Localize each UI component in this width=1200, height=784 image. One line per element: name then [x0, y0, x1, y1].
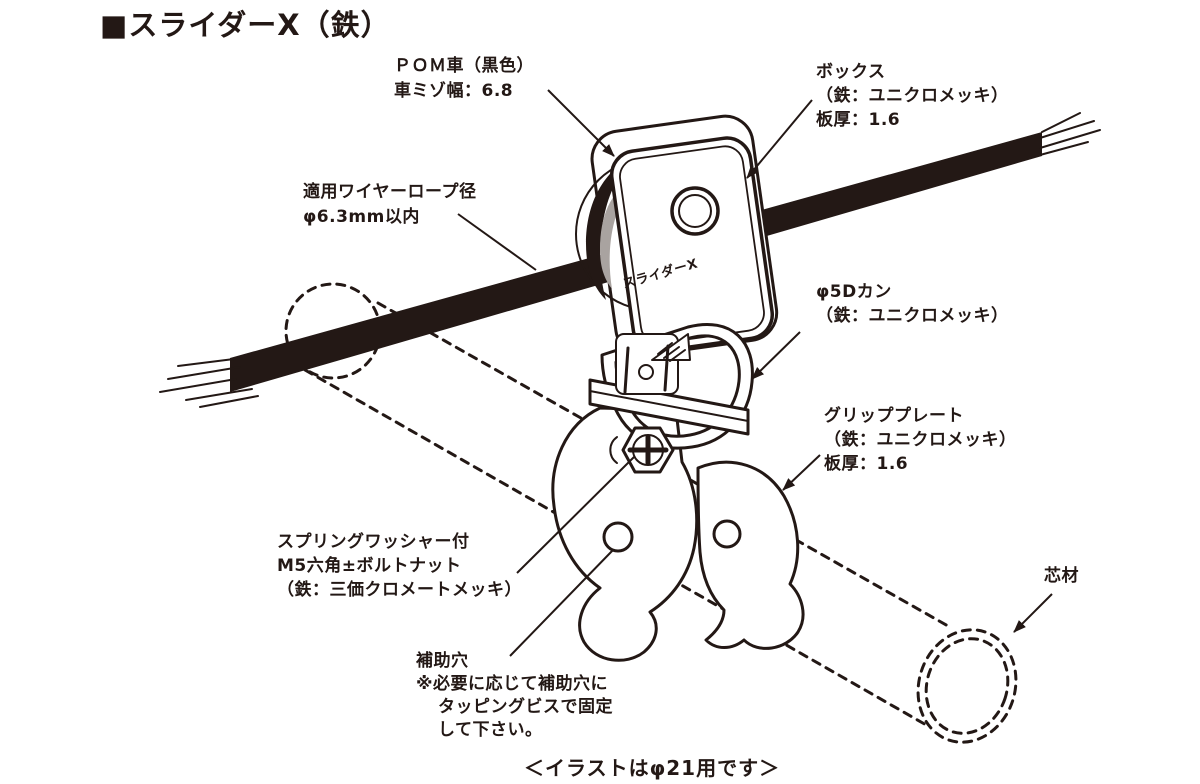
callout-aux-hole: 補助穴 ※必要に応じて補助穴に タッピングビスで固定 して下さい。: [416, 650, 613, 742]
page-title: ■スライダーX（鉄）: [100, 8, 391, 42]
callout-line: ※必要に応じて補助穴に: [416, 674, 609, 694]
hex-bolt: [609, 426, 675, 474]
callout-bolt-nut: スプリングワッシャー付 M5六角±ボルトナット （鉄：三価クロメートメッキ）: [277, 530, 522, 602]
callout-line: 適用ワイヤーロープ径: [303, 182, 477, 202]
callout-line: グリッププレート: [824, 406, 964, 426]
callout-core: 芯材: [1044, 564, 1079, 588]
callout-line: ボックス: [816, 62, 886, 82]
back-grip-plate: [696, 460, 805, 650]
callout-line: M5六角±ボルトナット: [277, 556, 462, 576]
aux-hole-back: [712, 519, 742, 549]
leader-core: [1013, 593, 1053, 633]
illustration-caption: ＜イラストはφ21用です＞: [524, 756, 781, 780]
callout-line: （鉄：ユニクロメッキ）: [816, 306, 1009, 326]
spring-washer: [609, 436, 618, 464]
callout-grip-plate: グリッププレート （鉄：ユニクロメッキ） 板厚：1.6: [824, 404, 1017, 476]
callout-line: タッピングビスで固定: [438, 697, 613, 717]
leader-lines: [457, 89, 1053, 657]
callout-box: ボックス （鉄：ユニクロメッキ） 板厚：1.6: [816, 60, 1009, 132]
leader-bolt: [516, 456, 635, 574]
callout-line: （鉄：ユニクロメッキ）: [824, 430, 1017, 450]
callout-line: スプリングワッシャー付: [277, 532, 470, 552]
callout-line: 車ミゾ幅：6.8: [394, 81, 514, 101]
callout-line: 補助穴: [416, 651, 469, 671]
callout-line: 板厚：1.6: [824, 454, 909, 474]
leader-pom: [547, 89, 615, 157]
neck-bracket: [615, 333, 691, 395]
aux-hole-front: [602, 521, 634, 553]
callout-wire-rope: 適用ワイヤーロープ径 φ6.3mm以内: [303, 180, 476, 230]
leader-rope: [457, 213, 537, 271]
callout-line: 板厚：1.6: [816, 110, 901, 130]
leader-grip: [782, 454, 821, 491]
callout-line: φ5Dカン: [816, 282, 892, 302]
callout-line: （鉄：ユニクロメッキ）: [816, 86, 1009, 106]
callout-line: φ6.3mm以内: [303, 207, 420, 227]
callout-pom-wheel: ＰＯＭ車（黒色） 車ミゾ幅：6.8: [394, 54, 534, 104]
callout-line: して下さい。: [438, 720, 543, 740]
slider-device: [551, 114, 805, 662]
callout-d-ring: φ5Dカン （鉄：ユニクロメッキ）: [816, 280, 1009, 328]
leader-d-ring: [751, 331, 801, 380]
leader-hole: [509, 549, 614, 657]
leader-box: [746, 99, 813, 179]
callout-line: （鉄：三価クロメートメッキ）: [277, 580, 522, 600]
callout-line: ＰＯＭ車（黒色）: [394, 56, 534, 76]
callout-line: 芯材: [1044, 566, 1079, 586]
box-front-plate: [609, 136, 774, 354]
